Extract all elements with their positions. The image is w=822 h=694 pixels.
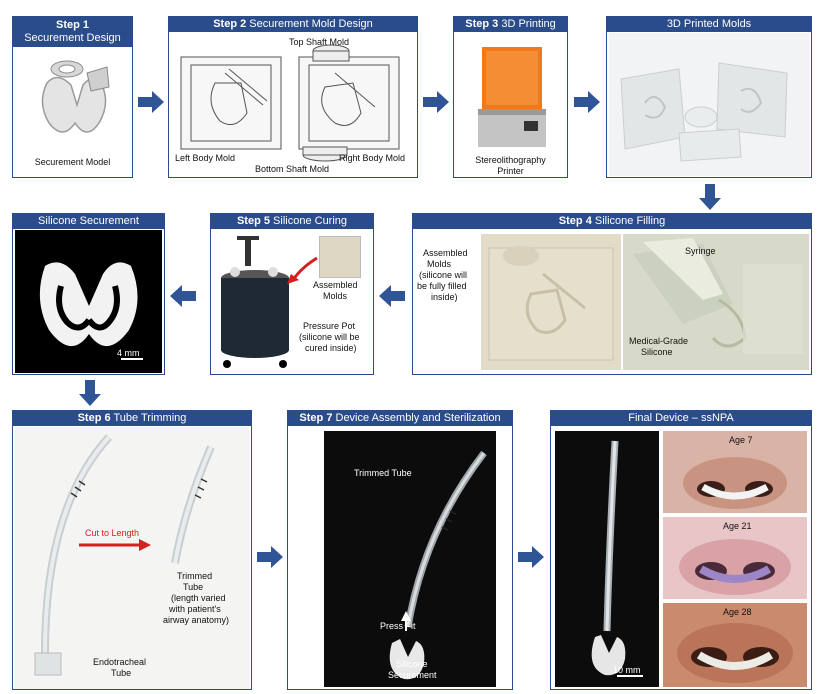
silicone-securement-panel: Silicone Securement 4 mm [12, 213, 165, 375]
step2-header: Step 2 Securement Mold Design [169, 17, 417, 32]
step4-header: Step 4 Silicone Filling [413, 214, 811, 229]
arrow-step4-to-step5 [377, 284, 407, 308]
step2-header-bold: Step 2 [213, 18, 246, 30]
step7-panel: Step 7 Device Assembly and Sterilization… [287, 410, 513, 690]
step4-silicone-line2: Silicone [641, 347, 673, 358]
final-device-photo [555, 431, 659, 687]
tube-trimming-photo [15, 427, 249, 689]
step1-caption: Securement Model [13, 157, 132, 168]
step5-panel: Step 5 Silicone Curing Assembled Molds P… [210, 213, 374, 375]
step7-header: Step 7 Device Assembly and Sterilization [288, 411, 512, 426]
age21-label: Age 21 [723, 521, 752, 532]
step2-panel: Step 2 Securement Mold Design Top Shaft … [168, 16, 418, 178]
step4-assembled-line1: Assembled [423, 248, 468, 259]
step4-silicone-line1: Medical-Grade [629, 336, 688, 347]
syringe-label: Syringe [685, 246, 716, 257]
printed-molds-panel: 3D Printed Molds [606, 16, 812, 178]
arrow-printed-to-step4 [698, 182, 722, 212]
step5-pot-line3: cured inside) [305, 343, 357, 354]
arrow-step5-to-silicone [168, 284, 198, 308]
step1-header: Step 1 Securement Design [13, 17, 132, 47]
left-body-mold-label: Left Body Mold [175, 153, 235, 164]
trimmed-tube-label: Trimmed Tube [354, 468, 412, 479]
step6-trimmed-line1: Trimmed [177, 571, 212, 582]
step1-header-title: Securement Design [24, 32, 121, 44]
step5-header: Step 5 Silicone Curing [211, 214, 373, 229]
arrow-step3-to-printed [572, 90, 602, 114]
right-body-mold-label: Right Body Mold [339, 153, 405, 164]
step6-endo-line1: Endotracheal [93, 657, 146, 668]
arrow-step6-to-step7 [255, 545, 285, 569]
arrow-silicone-to-step6 [78, 378, 102, 408]
step6-trimmed-line2: Tube [183, 582, 203, 593]
step5-header-bold: Step 5 [237, 215, 270, 227]
step7-securement-line2: Securement [388, 670, 437, 681]
arrow-step1-to-step2 [136, 90, 166, 114]
step6-panel: Step 6 Tube Trimming Cut to Length Trimm… [12, 410, 252, 690]
silicone-securement-photo [15, 230, 162, 373]
step3-caption-line2: Printer [454, 166, 567, 177]
step7-header-title: Device Assembly and Sterilization [336, 412, 501, 424]
step3-caption-line1: Stereolithography [454, 155, 567, 166]
step4-assembled-line5: inside) [431, 292, 458, 303]
step3-panel: Step 3 3D Printing Stereolithography Pri… [453, 16, 568, 178]
step6-trimmed-line3: (length varied [171, 593, 226, 604]
step3-header-bold: Step 3 [465, 18, 498, 30]
arrow-step2-to-step3 [421, 90, 451, 114]
step6-header-bold: Step 6 [78, 412, 111, 424]
assembled-molds-photo [481, 234, 621, 370]
step1-header-bold: Step 1 [56, 19, 89, 31]
securement-model-render [27, 53, 119, 145]
step3-header-title: 3D Printing [501, 18, 555, 30]
arrow-step7-to-final [516, 545, 546, 569]
step7-securement-line1: Silicone [396, 659, 428, 670]
sla-printer-image [472, 41, 552, 151]
cut-to-length-label: Cut to Length [85, 528, 139, 539]
final-scale-label: 10 mm [613, 665, 641, 676]
step1-panel: Step 1 Securement Design Securement Mode… [12, 16, 133, 178]
step6-trimmed-line4: with patient's [169, 604, 221, 615]
step4-assembled-line4: be fully filled [417, 281, 467, 292]
step4-assembled-line3: (silicone will [419, 270, 467, 281]
step6-header: Step 6 Tube Trimming [13, 411, 251, 426]
step5-header-title: Silicone Curing [273, 215, 347, 227]
final-device-header: Final Device – ssNPA [551, 411, 811, 426]
press-fit-label: Press Fit [380, 621, 416, 632]
age28-label: Age 28 [723, 607, 752, 618]
printed-molds-photo [609, 33, 809, 176]
bottom-shaft-mold-label: Bottom Shaft Mold [255, 164, 329, 175]
step6-header-title: Tube Trimming [113, 412, 186, 424]
silicone-scale-label: 4 mm [117, 348, 140, 359]
step4-panel: Step 4 Silicone Filling Assembled Molds … [412, 213, 812, 375]
silicone-securement-header: Silicone Securement [13, 214, 164, 229]
step3-header: Step 3 3D Printing [454, 17, 567, 32]
step5-assembled-line2: Molds [323, 291, 347, 302]
step6-endo-line2: Tube [111, 668, 131, 679]
printed-molds-header: 3D Printed Molds [607, 17, 811, 32]
step4-assembled-line2: Molds [427, 259, 451, 270]
step4-header-bold: Step 4 [559, 215, 592, 227]
step5-assembled-line1: Assembled [313, 280, 358, 291]
age7-label: Age 7 [729, 435, 753, 446]
final-device-panel: Final Device – ssNPA 10 mm Age 7 Age 21 [550, 410, 812, 690]
step5-pot-line1: Pressure Pot [303, 321, 355, 332]
step2-header-title: Securement Mold Design [249, 18, 373, 30]
mold-design-drawing [175, 43, 411, 163]
step7-header-bold: Step 7 [299, 412, 332, 424]
step4-header-title: Silicone Filling [595, 215, 665, 227]
top-shaft-mold-label: Top Shaft Mold [289, 37, 349, 48]
step6-trimmed-line5: airway anatomy) [163, 615, 229, 626]
assembled-molds-thumbnail [319, 236, 361, 278]
step5-pot-line2: (silicone will be [299, 332, 360, 343]
